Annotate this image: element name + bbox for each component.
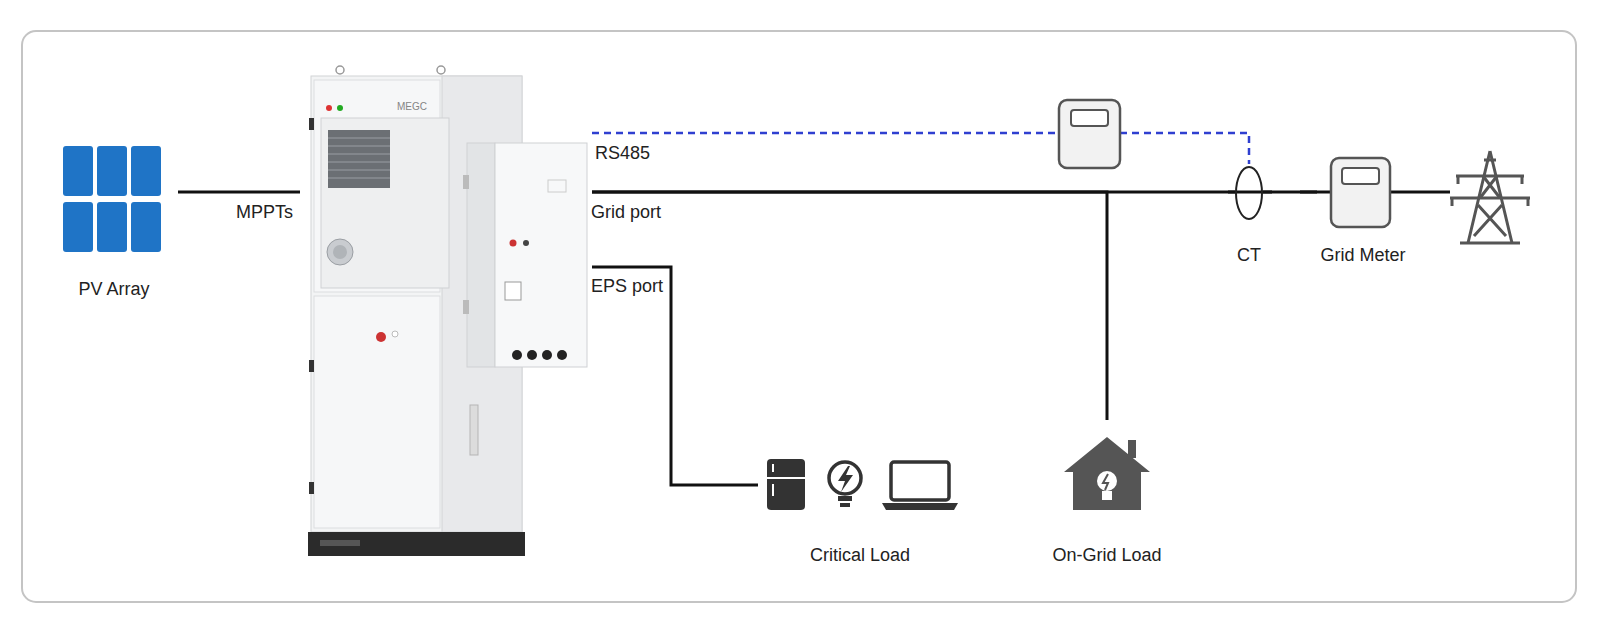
port-label: RS485 xyxy=(594,142,651,164)
critical-load: Critical Load xyxy=(758,452,962,566)
transmission-tower xyxy=(1450,151,1530,243)
grid-meter: Grid Meter xyxy=(1317,150,1409,266)
port-label: MPPTs xyxy=(235,201,294,223)
battery-inverter-cabinet: MEGC xyxy=(300,60,592,560)
node-label: CT xyxy=(1237,244,1261,266)
on-grid-load: On-Grid Load xyxy=(1040,420,1174,566)
port-label: EPS port xyxy=(590,275,664,297)
eps-port-line xyxy=(592,267,758,485)
node-label: On-Grid Load xyxy=(1052,544,1161,566)
pv-array: PV Array xyxy=(50,140,178,300)
current-transformer: CT xyxy=(1235,164,1263,266)
rs485-meter-icon xyxy=(1059,100,1120,168)
on-grid-branch-line xyxy=(592,192,1107,420)
pv-array-icon xyxy=(63,146,161,252)
brand-logo: MEGC xyxy=(397,101,427,113)
critical-load-icons xyxy=(767,459,958,510)
house-icon xyxy=(1064,437,1150,510)
battery-cabinet xyxy=(308,66,525,556)
node-label: Critical Load xyxy=(810,544,910,566)
rs485-signal-line xyxy=(592,133,1249,164)
hybrid-inverter xyxy=(463,143,587,367)
frame-border xyxy=(22,31,1576,602)
port-label: Grid port xyxy=(590,201,662,223)
mppt-line xyxy=(178,191,300,194)
node-label: Grid Meter xyxy=(1320,244,1405,266)
ct-clamp xyxy=(1236,167,1262,219)
ct-to-meter-line xyxy=(1263,191,1317,194)
grid-meter-icon xyxy=(1331,158,1390,227)
node-label: PV Array xyxy=(78,278,149,300)
